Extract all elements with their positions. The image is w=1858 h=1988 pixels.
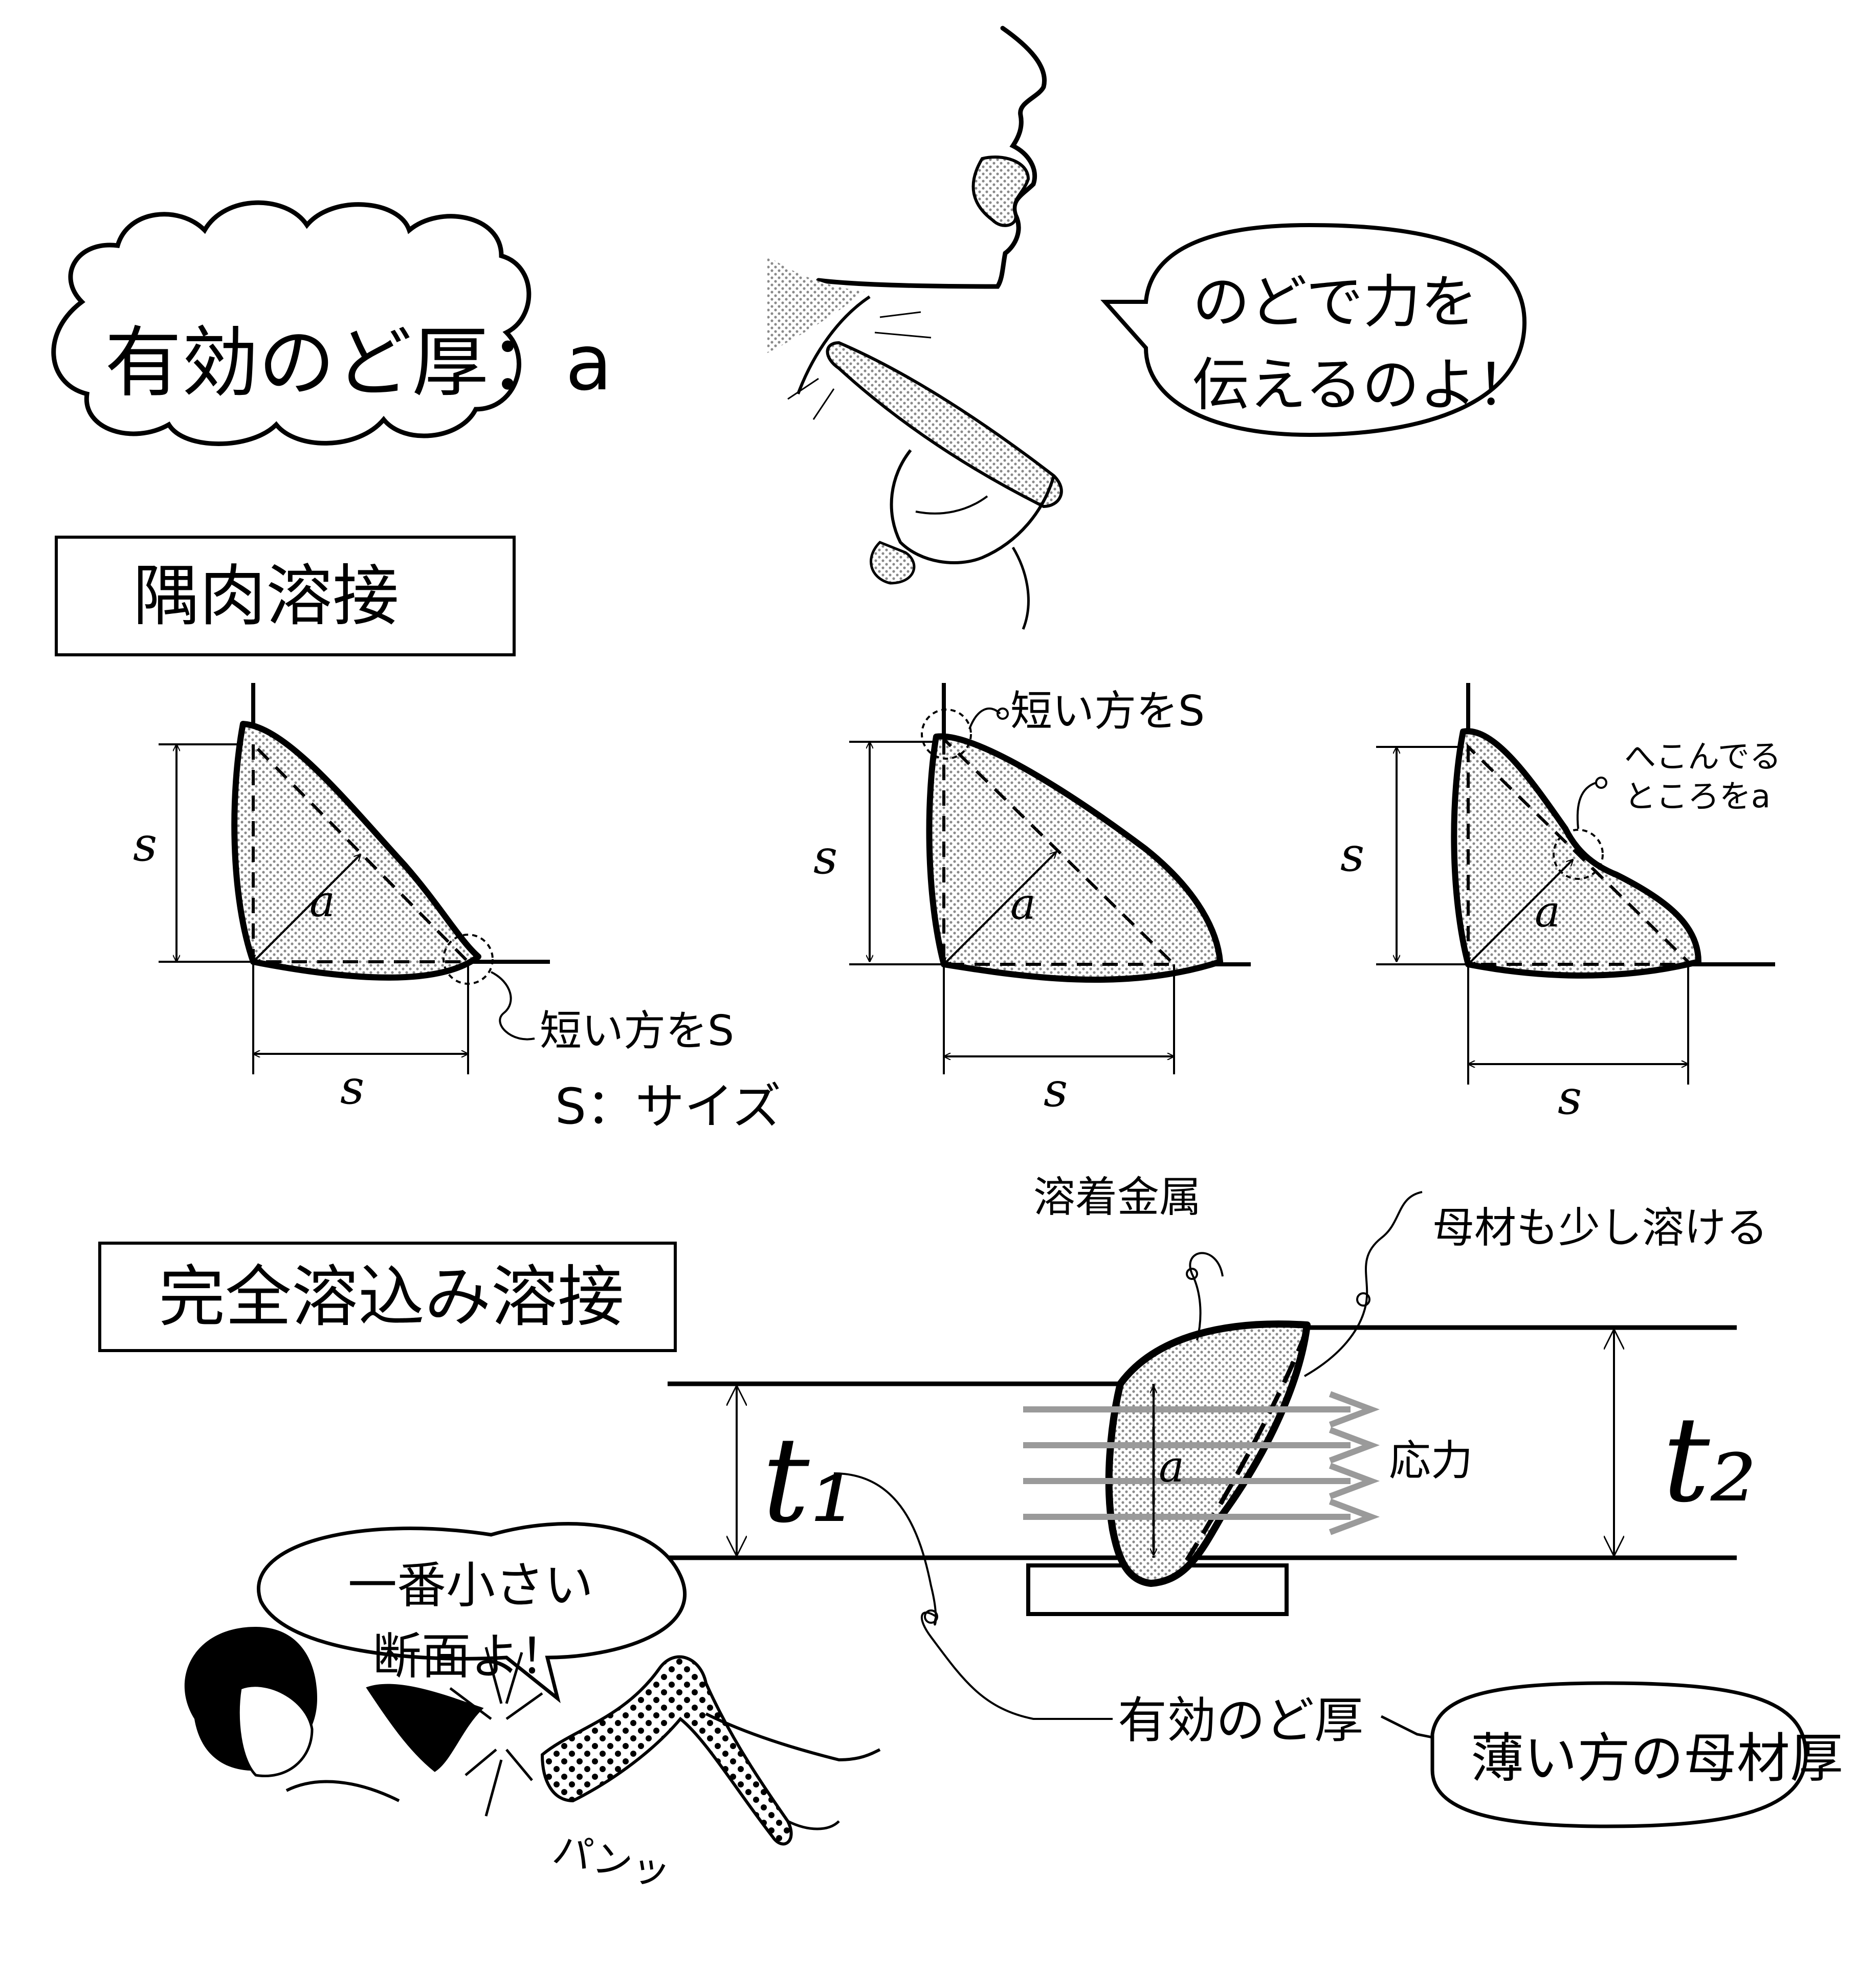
fillet-2-size-bottom: s — [1044, 1063, 1068, 1117]
size-legend: S：サイズ — [555, 1078, 782, 1135]
lying-character-illustration — [184, 1627, 881, 1846]
effective-throat-label: 有効のど厚 — [1118, 1692, 1363, 1749]
fillet-label: 隅肉溶接 — [133, 557, 400, 635]
fillet-3-throat: a — [1535, 887, 1561, 937]
thinner-plate-label: 薄い方の母材厚 — [1471, 1727, 1844, 1790]
stress-label: 応力 — [1389, 1437, 1473, 1485]
base-melt-label: 母材も少し溶ける — [1432, 1204, 1768, 1252]
penetration-weld-diagram — [668, 1191, 1737, 1741]
penetration-throat: a — [1159, 1442, 1185, 1492]
fillet-3-note-line-1: へこんでる — [1624, 738, 1781, 775]
speech-bottom-text: 一番小さい 断面よ！ — [307, 1550, 634, 1692]
fillet-1-size-left: s — [133, 817, 158, 872]
title-cloud-badge — [51, 200, 532, 446]
speech-bubble-top-shape — [1100, 223, 1527, 437]
character-profile-illustration — [767, 26, 1063, 630]
speech-bottom-line-2: 断面よ！ — [372, 1628, 569, 1686]
fillet-3-size-bottom: s — [1558, 1070, 1582, 1125]
fillet-1-throat: a — [309, 876, 336, 926]
speech-top-text: のどで力を 伝えるのよ！ — [1192, 261, 1534, 427]
fillet-label-box — [55, 536, 516, 656]
speech-top-line-2: 伝えるのよ！ — [1192, 352, 1534, 419]
fillet-3-note-line-2: ところをa — [1624, 777, 1771, 815]
t1-label: t₁ — [762, 1412, 857, 1549]
t2-label: t₂ — [1663, 1392, 1757, 1529]
fillet-diagram-1 — [159, 683, 550, 1074]
penetration-label: 完全溶込み溶接 — [159, 1258, 625, 1336]
penetration-label-box — [98, 1242, 677, 1352]
fillet-2-size-left: s — [813, 830, 838, 885]
title-badge-text: 有効のど厚：a — [105, 319, 612, 408]
fillet-diagram-2 — [849, 683, 1251, 1074]
fillet-3-note: へこんでる ところをa — [1624, 737, 1781, 816]
fillet-1-size-bottom: s — [340, 1060, 365, 1115]
fillet-1-note: 短い方をS — [540, 1007, 735, 1055]
speech-bubble-bottom-shape — [256, 1522, 687, 1704]
fillet-diagram-3 — [1376, 683, 1775, 1085]
fillet-2-note: 短い方をS — [1010, 687, 1205, 736]
thinner-plate-bubble — [1430, 1681, 1808, 1828]
speech-top-line-1: のどで力を — [1192, 269, 1478, 336]
fillet-2-throat: a — [1010, 879, 1036, 929]
speech-bottom-line-1: 一番小さい — [348, 1557, 593, 1614]
fillet-3-size-left: s — [1340, 827, 1365, 882]
weld-metal-label: 溶着金属 — [1033, 1173, 1202, 1222]
